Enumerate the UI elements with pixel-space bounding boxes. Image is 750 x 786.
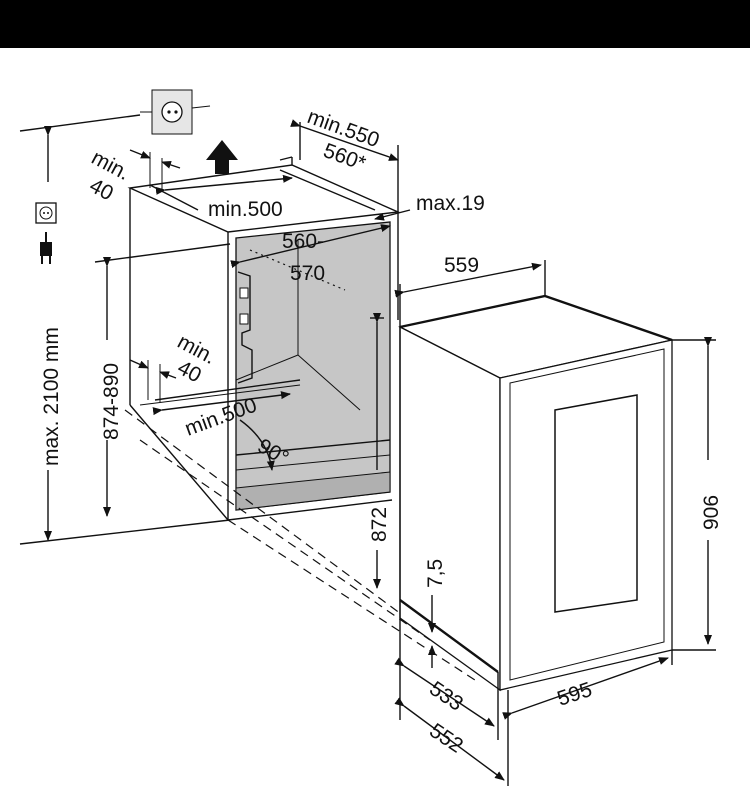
label-533: 533 xyxy=(425,677,467,716)
label-595: 595 xyxy=(554,678,594,711)
wine-cooler-appliance xyxy=(398,294,675,692)
label-min500-top: min.500 xyxy=(208,198,283,221)
label-872: 872 xyxy=(368,507,391,542)
label-560-570-line1: 560- xyxy=(282,230,324,253)
label-552: 552 xyxy=(425,719,467,758)
label-559: 559 xyxy=(444,254,479,277)
dimension-lines xyxy=(19,114,716,786)
air-flow-arrow-icon xyxy=(206,140,238,174)
outlet-icon xyxy=(140,89,211,135)
socket-icon xyxy=(35,202,57,224)
cabinet-niche xyxy=(127,156,401,521)
label-874-890: 874-890 xyxy=(100,363,123,440)
label-max19: max.19 xyxy=(416,192,485,215)
label-906: 906 xyxy=(700,495,723,530)
glass-door xyxy=(554,394,638,613)
label-560-570-line2: 570 xyxy=(290,262,325,285)
label-max-2100: max. 2100 mm xyxy=(40,327,63,466)
plug-icon xyxy=(40,232,52,264)
header-bar xyxy=(0,0,750,48)
label-7-5: 7,5 xyxy=(424,559,447,588)
